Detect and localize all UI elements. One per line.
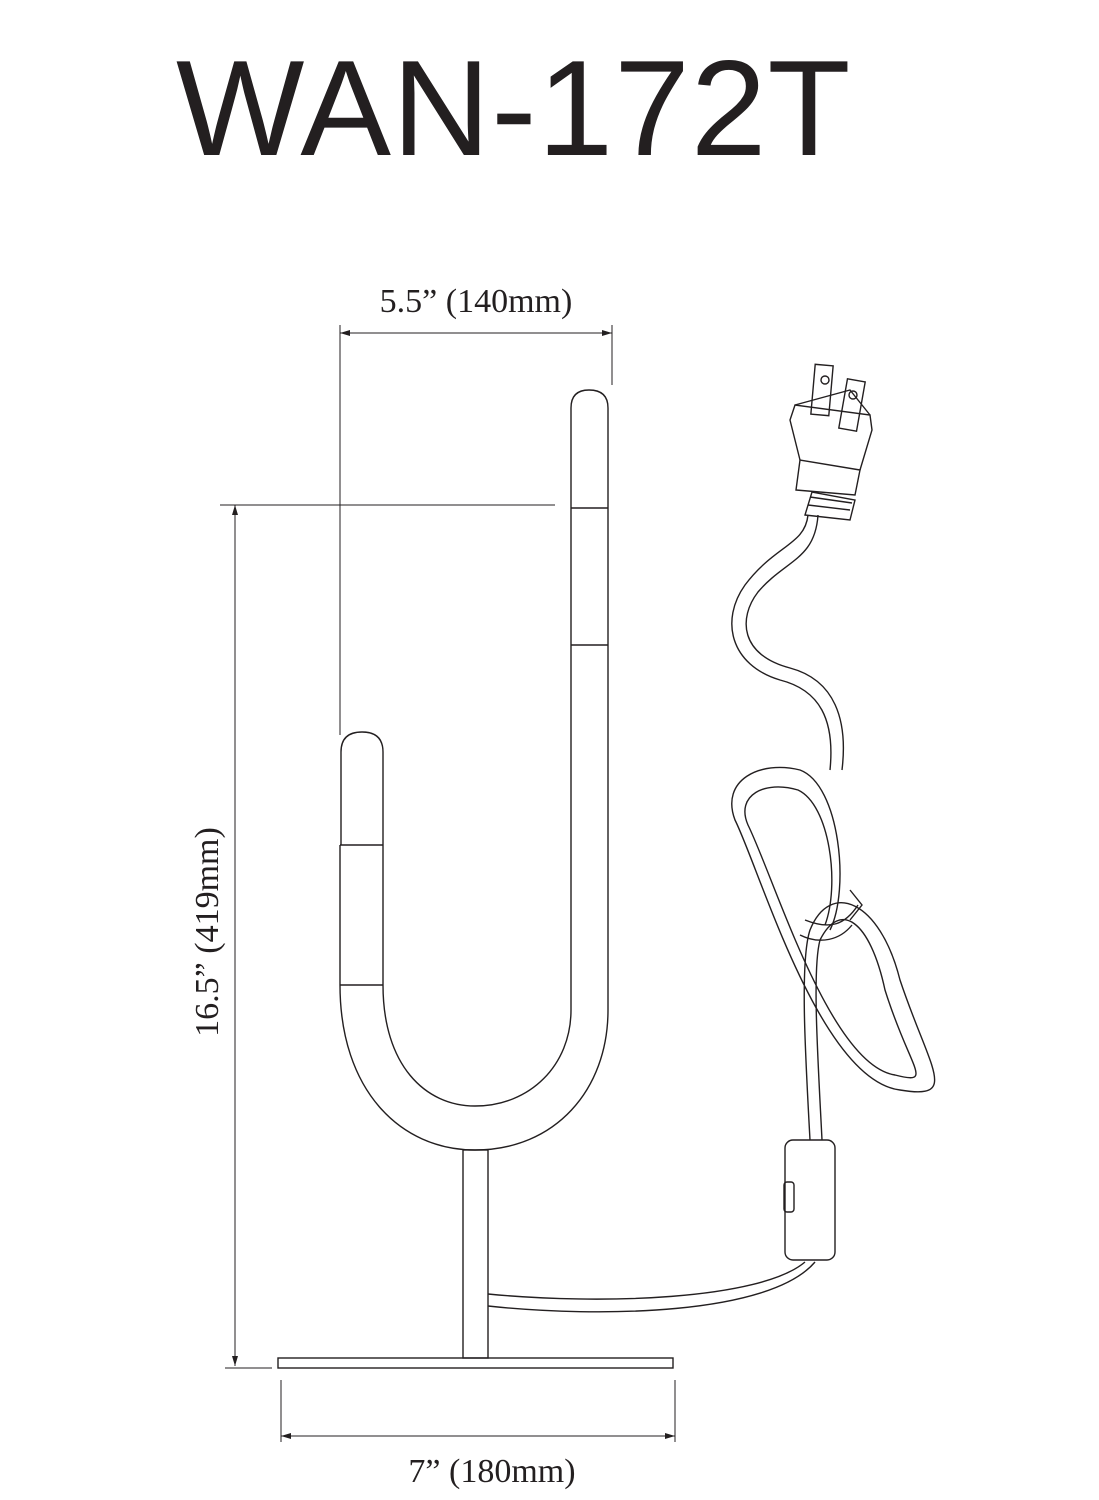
base-width-label: 7” (180mm)	[408, 1453, 575, 1490]
height-dimension: 16.5” (419mm)	[189, 504, 555, 1369]
lamp-base	[277, 1357, 674, 1369]
top-width-dimension: 5.5” (140mm)	[339, 283, 613, 735]
power-cord	[487, 514, 936, 1313]
lamp-body	[277, 389, 674, 1369]
plug	[789, 363, 873, 521]
left-bulb	[340, 731, 384, 845]
top-width-label: 5.5” (140mm)	[380, 283, 573, 320]
height-label: 16.5” (419mm)	[189, 827, 226, 1037]
base-width-dimension: 7” (180mm)	[280, 1380, 676, 1490]
right-bulb	[570, 389, 609, 508]
inline-switch	[784, 1139, 836, 1261]
model-title: WAN-172T	[176, 32, 852, 184]
